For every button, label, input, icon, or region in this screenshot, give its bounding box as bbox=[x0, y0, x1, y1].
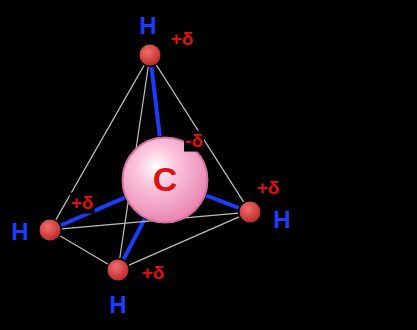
hydrogen-atom: +δH bbox=[38, 218, 62, 242]
hydrogen-atom: H+δ bbox=[106, 258, 130, 282]
hydrogen-sphere bbox=[38, 218, 62, 242]
partial-charge: +δ bbox=[141, 263, 166, 284]
atom-circle bbox=[140, 45, 161, 66]
atom-label: H bbox=[10, 219, 29, 245]
hydrogen-sphere bbox=[106, 258, 130, 282]
partial-charge: -δ bbox=[184, 131, 204, 152]
bond-line bbox=[151, 67, 159, 136]
partial-charge: +δ bbox=[256, 178, 281, 199]
atom-symbol: C bbox=[152, 161, 179, 198]
hydrogen-atom: H+δ bbox=[138, 43, 162, 67]
bond-line bbox=[124, 219, 145, 259]
hydrogen-atom: +δH bbox=[238, 200, 262, 224]
partial-charge: +δ bbox=[70, 193, 95, 214]
carbon-atom: C-δ bbox=[121, 136, 209, 224]
partial-charge: +δ bbox=[170, 29, 195, 50]
bond-line bbox=[206, 196, 239, 208]
atom-circle bbox=[240, 202, 261, 223]
atom-label: H bbox=[138, 13, 157, 39]
tetrahedron-edge bbox=[129, 217, 239, 265]
tetrahedron-edge bbox=[60, 236, 107, 264]
hydrogen-sphere bbox=[138, 43, 162, 67]
atom-label: H bbox=[272, 207, 291, 233]
atom-label: H bbox=[108, 292, 127, 318]
atom-circle bbox=[108, 260, 129, 281]
hydrogen-sphere bbox=[238, 200, 262, 224]
atom-circle bbox=[40, 220, 61, 241]
